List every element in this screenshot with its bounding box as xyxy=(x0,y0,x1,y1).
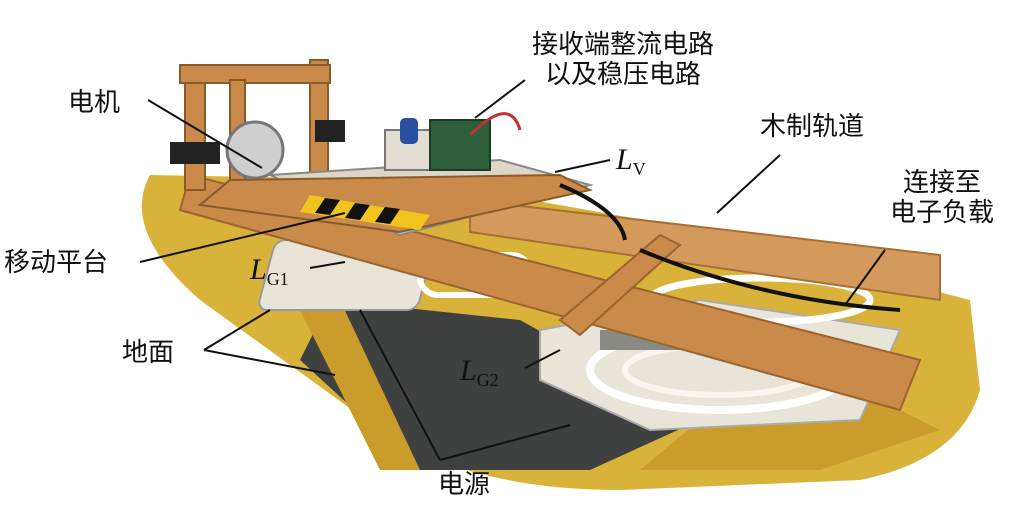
leader-lines xyxy=(139,79,886,461)
load-label-line2: 电子负载 xyxy=(889,198,994,228)
wooden-track-label: 木制轨道 xyxy=(760,112,865,142)
motor-label: 电机 xyxy=(68,88,121,118)
receiver-circuits xyxy=(384,112,627,241)
power-source-label: 电源 xyxy=(438,470,491,500)
load-label-line1: 连接至 xyxy=(902,168,981,198)
lg1-symbol: LG1 xyxy=(250,254,289,295)
wooden-track xyxy=(178,173,941,412)
lg2-symbol: LG2 xyxy=(460,355,499,396)
load-cable xyxy=(639,248,901,312)
load-label: 连接至 电子负载 xyxy=(872,168,1012,228)
lg2-main: L xyxy=(460,354,477,387)
moving-platform xyxy=(197,158,594,237)
moving-platform-label: 移动平台 xyxy=(4,248,109,278)
lg1-sub: G1 xyxy=(266,269,289,289)
lv-sub: V xyxy=(632,159,646,179)
motor-frame xyxy=(170,59,345,191)
lv-symbol: LV xyxy=(616,144,646,185)
rectifier-label-line2: 以及稳压电路 xyxy=(544,60,701,90)
lg1-main: L xyxy=(250,253,267,286)
ground-label: 地面 xyxy=(122,338,175,368)
lg2-sub: G2 xyxy=(476,370,499,390)
lv-main: L xyxy=(616,143,633,176)
rectifier-label: 接收端整流电路 以及稳压电路 xyxy=(498,30,748,90)
rectifier-label-line1: 接收端整流电路 xyxy=(531,30,714,60)
